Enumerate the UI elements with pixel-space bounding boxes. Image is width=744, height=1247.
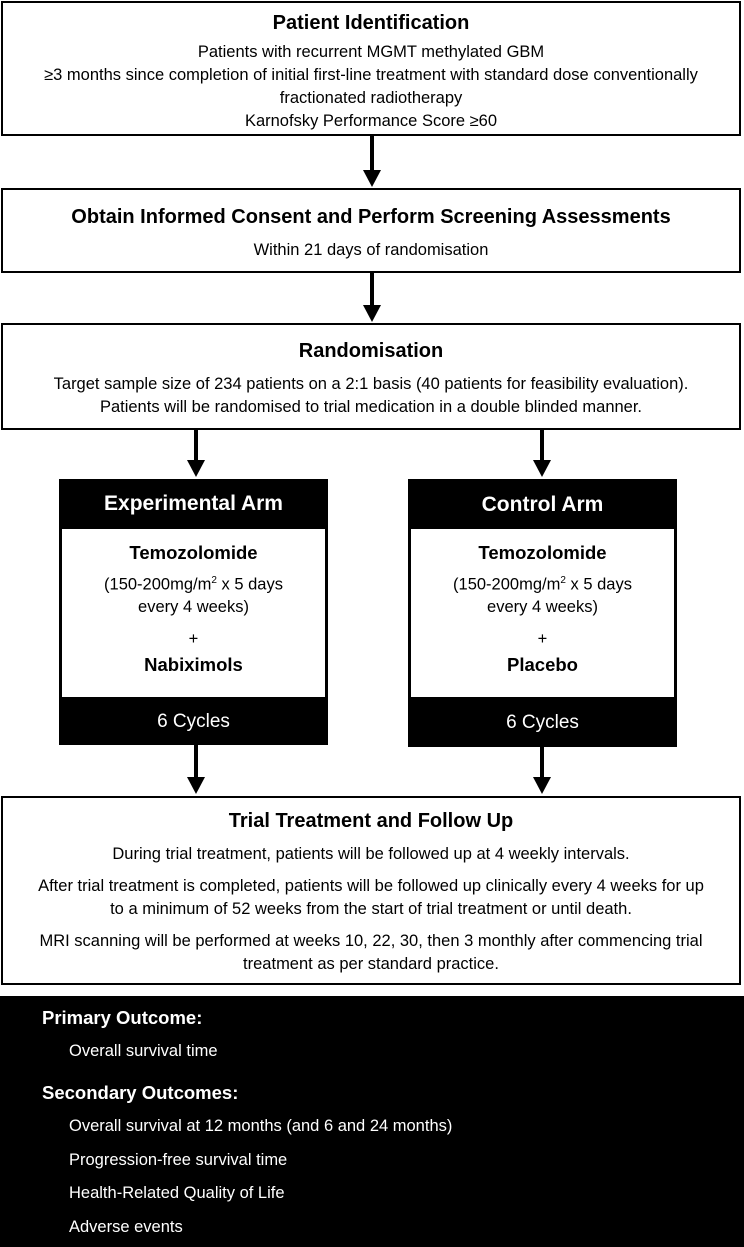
secondary-outcome-item: Health-Related Quality of Life	[69, 1184, 285, 1202]
trial-treatment-title: Trial Treatment and Follow Up	[228, 810, 514, 832]
trial-treatment-para: After trial treatment is completed, pati…	[38, 877, 704, 895]
experimental-second-drug: Nabiximols	[144, 653, 243, 675]
patient-identification-box: Patient Identification Patients with rec…	[1, 1, 741, 136]
control-second-drug: Placebo	[507, 653, 578, 675]
consent-detail: Within 21 days of randomisation	[253, 241, 489, 259]
randomisation-title: Randomisation	[298, 340, 444, 362]
experimental-dose: (150-200mg/m2 x 5 days	[104, 575, 283, 594]
secondary-outcome-item: Adverse events	[69, 1218, 183, 1236]
criteria-line: Karnofsky Performance Score ≥60	[244, 112, 498, 130]
arrow-down-icon	[533, 747, 551, 794]
secondary-outcome-item: Overall survival at 12 months (and 6 and…	[69, 1117, 453, 1135]
randomisation-box: Randomisation Target sample size of 234 …	[1, 323, 741, 430]
experimental-dose-schedule: every 4 weeks)	[138, 597, 249, 616]
trial-treatment-para: MRI scanning will be performed at weeks …	[39, 932, 703, 950]
control-dose-schedule: every 4 weeks)	[487, 597, 598, 616]
arrow-down-icon	[363, 273, 381, 322]
arrow-down-icon	[363, 136, 381, 187]
criteria-line: ≥3 months since completion of initial fi…	[44, 66, 698, 84]
trial-treatment-box: Trial Treatment and Follow Up During tri…	[1, 796, 741, 985]
experimental-arm-header: Experimental Arm	[59, 479, 328, 529]
trial-treatment-para: treatment as per standard practice.	[243, 955, 499, 973]
primary-outcome-item: Overall survival time	[69, 1042, 218, 1060]
experimental-drug: Temozolomide	[129, 542, 258, 563]
randomisation-line: Target sample size of 234 patients on a …	[53, 375, 689, 393]
outcomes-panel: Primary Outcome: Overall survival time S…	[0, 996, 744, 1247]
control-arm-header: Control Arm	[408, 479, 677, 529]
control-dose: (150-200mg/m2 x 5 days	[453, 575, 632, 594]
arrow-down-icon	[187, 430, 205, 477]
criteria-line: Patients with recurrent MGMT methylated …	[197, 43, 545, 61]
primary-outcome-heading: Primary Outcome:	[42, 1007, 203, 1028]
secondary-outcomes-heading: Secondary Outcomes:	[42, 1082, 239, 1103]
randomisation-line: Patients will be randomised to trial med…	[99, 398, 643, 416]
arrow-down-icon	[533, 430, 551, 477]
plus-sign: +	[188, 629, 199, 648]
experimental-cycles-footer: 6 Cycles	[59, 697, 328, 745]
arrow-down-icon	[187, 745, 205, 794]
criteria-line: fractionated radiotherapy	[279, 89, 463, 107]
experimental-cycles: 6 Cycles	[157, 711, 230, 732]
plus-sign: +	[537, 629, 548, 648]
consent-title: Obtain Informed Consent and Perform Scre…	[71, 206, 671, 228]
secondary-outcome-item: Progression-free survival time	[69, 1151, 288, 1169]
control-arm-body: Temozolomide (150-200mg/m2 x 5 days ever…	[408, 529, 677, 697]
control-drug: Temozolomide	[478, 542, 607, 563]
trial-treatment-para: to a minimum of 52 weeks from the start …	[110, 900, 632, 918]
trial-treatment-para: During trial treatment, patients will be…	[112, 845, 630, 863]
experimental-arm-title: Experimental Arm	[104, 492, 283, 515]
control-cycles-footer: 6 Cycles	[408, 697, 677, 747]
control-cycles: 6 Cycles	[506, 712, 579, 733]
control-arm-title: Control Arm	[481, 493, 604, 516]
consent-box: Obtain Informed Consent and Perform Scre…	[1, 188, 741, 273]
experimental-arm-body: Temozolomide (150-200mg/m2 x 5 days ever…	[59, 529, 328, 697]
patient-identification-title: Patient Identification	[272, 12, 470, 34]
